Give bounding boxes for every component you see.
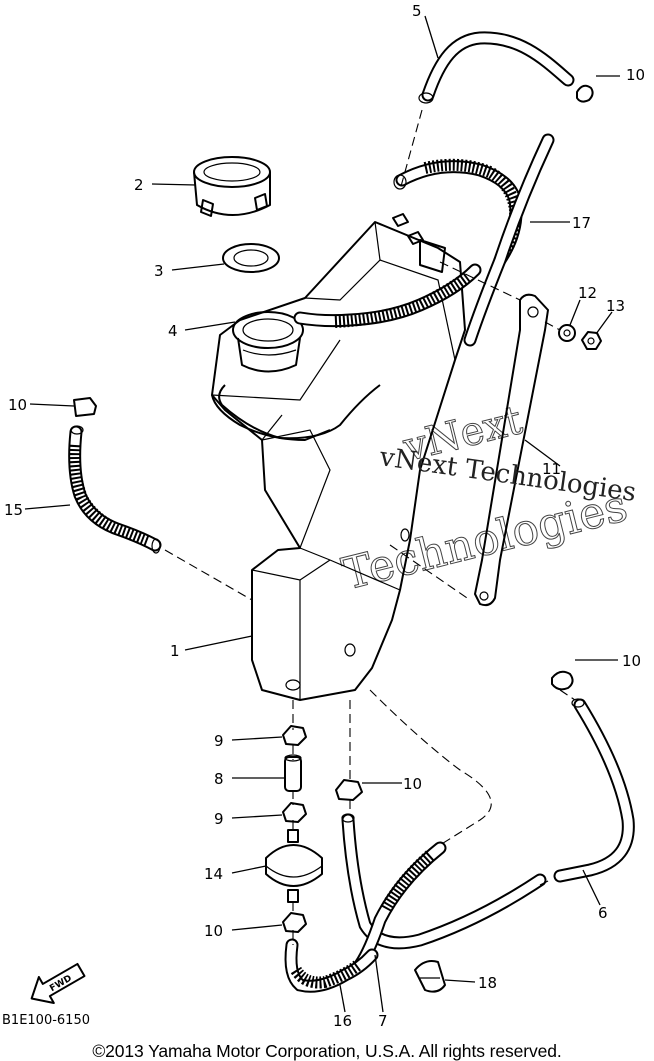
part-17-hose (393, 133, 555, 347)
label-part-10-top: 10 (626, 66, 645, 84)
label-part-9-upper: 9 (214, 732, 224, 750)
label-part-8: 8 (214, 770, 224, 788)
fwd-label: FWD (48, 974, 73, 994)
label-part-11: 11 (542, 460, 561, 478)
label-part-18: 18 (478, 974, 497, 992)
part-1-oil-tank (211, 213, 466, 701)
part-6-hose (553, 698, 635, 883)
label-part-14: 14 (204, 865, 223, 883)
part-5-vent-hose (418, 31, 575, 104)
label-part-7: 7 (378, 1012, 388, 1030)
part-10-clip-bottom (282, 912, 307, 933)
label-part-6: 6 (598, 904, 608, 922)
label-part-1: 1 (170, 642, 180, 660)
part-10-clip-right (551, 670, 574, 691)
label-part-10-bottom: 10 (204, 922, 223, 940)
part-4-breather-hose (218, 263, 482, 440)
part-10-clip-center (335, 779, 363, 801)
part-15-hose (68, 425, 162, 554)
label-part-17: 17 (572, 214, 591, 232)
part-10-clip-top (576, 84, 594, 103)
part-9-clamp-lower (282, 802, 307, 823)
label-part-10-right: 10 (622, 652, 641, 670)
part-16-hose (284, 938, 379, 993)
label-part-4: 4 (168, 322, 178, 340)
label-part-15: 15 (4, 501, 23, 519)
diagram-reference: B1E100-6150 (2, 1013, 90, 1028)
part-13-nut (581, 331, 602, 350)
part-11-stay (474, 293, 549, 607)
copyright-notice: ©2013 Yamaha Motor Corporation, U.S.A. A… (92, 1041, 562, 1061)
part-14-filter (265, 829, 323, 903)
part-2-cap (193, 156, 271, 217)
label-part-12: 12 (578, 284, 597, 302)
label-part-2: 2 (134, 176, 144, 194)
part-10-clip-left (73, 397, 97, 417)
assembly-lines (164, 109, 576, 945)
label-part-5: 5 (412, 2, 422, 20)
label-part-16: 16 (333, 1012, 352, 1030)
leader-lines (24, 15, 620, 1013)
part-7-hose (341, 813, 547, 972)
part-9-clamp-upper (282, 725, 307, 746)
label-part-9-lower: 9 (214, 810, 224, 828)
part-18-band (414, 960, 446, 993)
part-3-gasket (222, 243, 280, 273)
label-part-13: 13 (606, 297, 625, 315)
label-part-10-left: 10 (8, 396, 27, 414)
part-8-pipe (284, 754, 302, 792)
fwd-arrow: FWD (30, 962, 86, 1004)
part-labels: 5 10 2 3 4 10 15 1 17 12 13 11 9 8 9 14 … (4, 2, 645, 1030)
part-12-washer (558, 324, 576, 342)
label-part-3: 3 (154, 262, 164, 280)
label-part-10-center: 10 (403, 775, 422, 793)
